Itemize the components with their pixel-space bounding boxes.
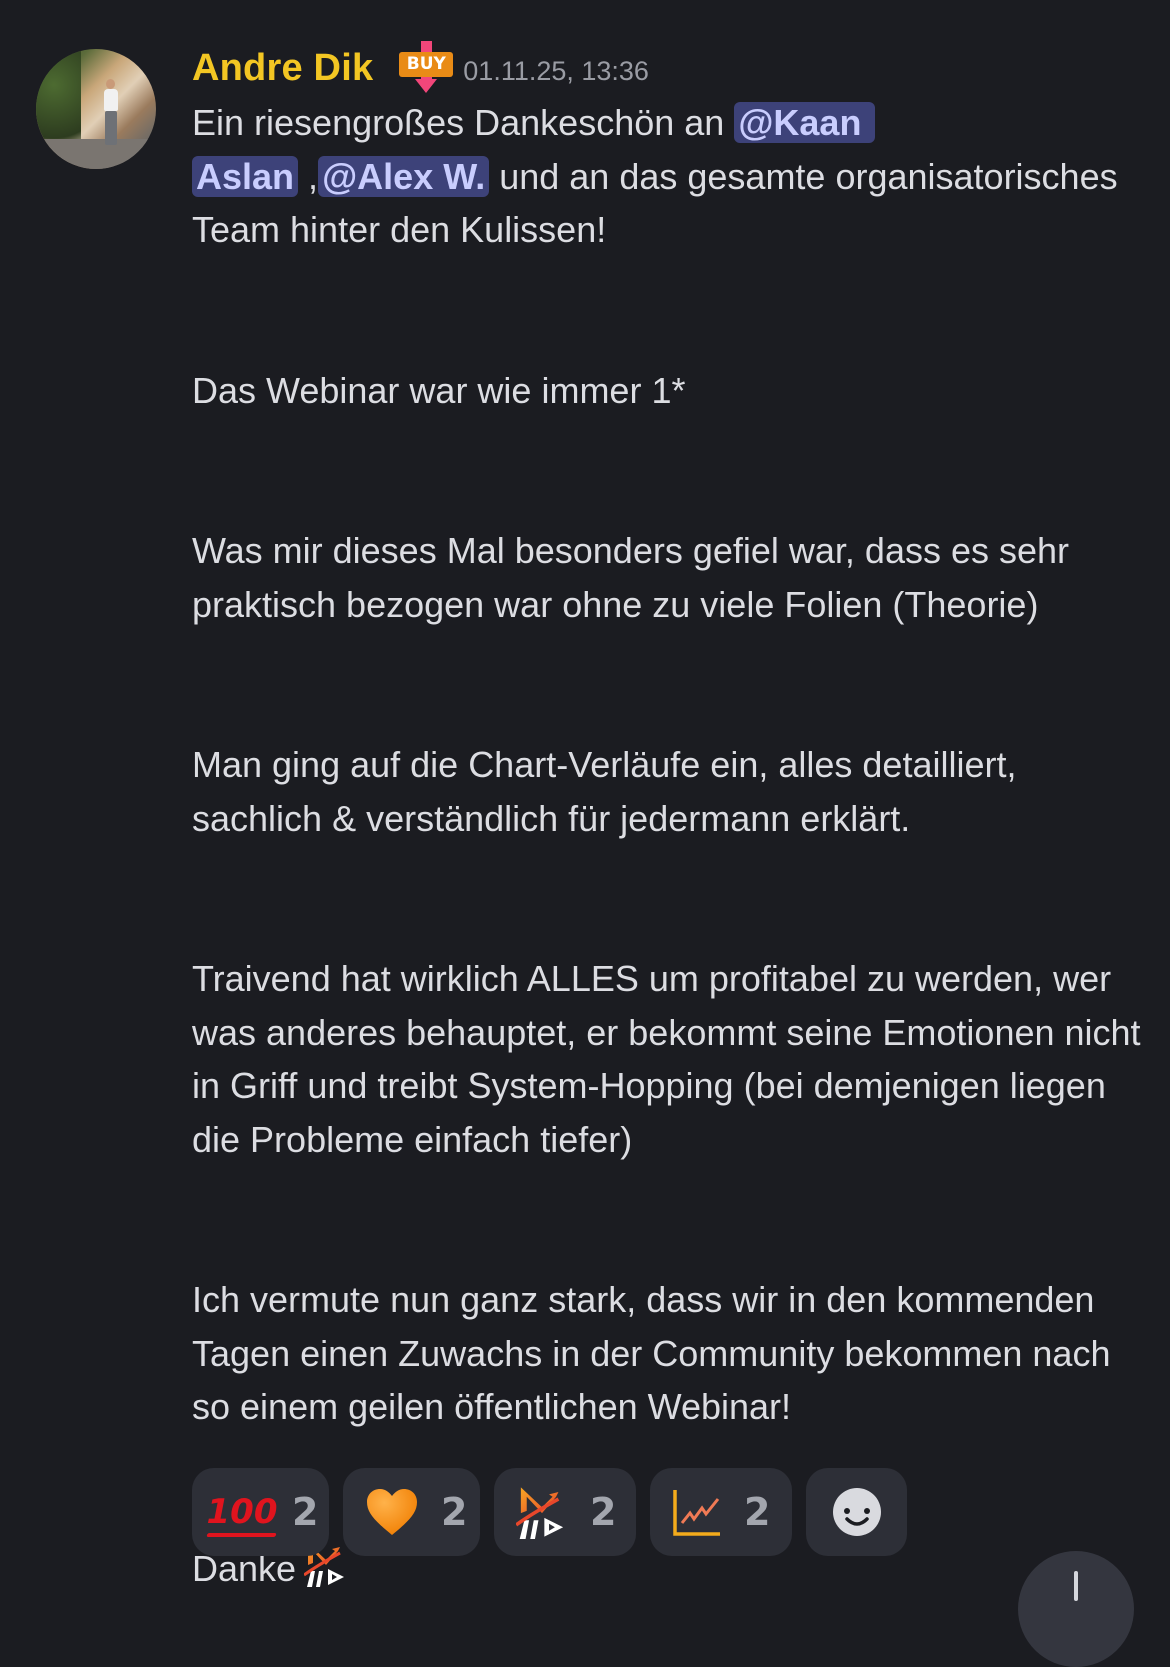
paragraph-chart: Man ging auf die Chart-Verläufe ein, all… <box>192 744 1027 839</box>
reaction-chart[interactable]: 2 <box>650 1468 792 1556</box>
reaction-orange-heart[interactable]: 2 <box>343 1468 480 1556</box>
reaction-hundred[interactable]: 100 2 <box>192 1468 329 1556</box>
avatar-person-head <box>106 79 115 89</box>
mention-kaan-aslan-cont[interactable]: Aslan <box>192 155 299 197</box>
add-reaction-button[interactable] <box>806 1468 907 1556</box>
message-header: Andre Dik BUY 01.11.25, 13:36 <box>192 40 649 96</box>
avatar[interactable] <box>36 49 156 169</box>
traivend-logo-icon <box>516 1484 568 1540</box>
mention-alex-w[interactable]: @Alex W. <box>318 155 490 197</box>
paragraph-community: Ich vermute nun ganz stark, dass wir in … <box>192 1279 1121 1427</box>
timestamp: 01.11.25, 13:36 <box>463 55 649 86</box>
paragraph-praktisch: Was mir dieses Mal besonders gefiel war,… <box>192 530 1080 625</box>
avatar-ground <box>36 139 156 169</box>
paragraph-webinar: Das Webinar war wie immer 1* <box>192 369 686 411</box>
reaction-traivend[interactable]: 2 <box>494 1468 636 1556</box>
reactions-bar: 100 2 2 2 2 <box>192 1468 907 1556</box>
paragraph-thanks: Ein riesengroßes Dankeschön an @Kaan Asl… <box>192 96 1152 257</box>
mention-kaan-aslan[interactable]: @Kaan <box>734 102 876 143</box>
role-badge[interactable]: BUY <box>399 41 454 95</box>
text-span: Ein riesengroßes Dankeschön an <box>192 102 735 143</box>
chart-increasing-icon <box>672 1484 722 1540</box>
scroll-fab-button[interactable] <box>1018 1551 1134 1667</box>
traivend-logo-icon[interactable] <box>303 1541 348 1587</box>
hundred-text: 100 <box>206 1492 278 1532</box>
mention-space <box>861 102 871 143</box>
mention-text: Aslan <box>196 155 295 197</box>
paragraph-traivend: Traivend hat wirklich ALLES um profitabe… <box>192 958 1151 1160</box>
buy-badge-label: BUY <box>399 52 454 77</box>
reaction-count: 2 <box>590 1490 617 1534</box>
reaction-count: 2 <box>744 1490 771 1534</box>
smiley-add-icon <box>829 1484 885 1540</box>
down-arrow-head-icon <box>415 79 438 93</box>
message-content: Ein riesengroßes Dankeschön an @Kaan Asl… <box>192 96 1152 1595</box>
orange-heart-icon <box>365 1484 419 1540</box>
text-span: und an das gesamte organisatorisches Tea… <box>192 155 1127 251</box>
reaction-count: 2 <box>441 1490 468 1534</box>
avatar-person-body <box>104 89 118 111</box>
avatar-person-legs <box>105 111 117 145</box>
hundred-points-icon: 100 <box>207 1484 278 1540</box>
fab-icon <box>1074 1571 1078 1601</box>
reaction-count: 2 <box>292 1490 319 1534</box>
mention-text: @Kaan <box>738 102 862 143</box>
text-span: , <box>298 155 319 197</box>
author-name[interactable]: Andre Dik <box>192 46 374 89</box>
